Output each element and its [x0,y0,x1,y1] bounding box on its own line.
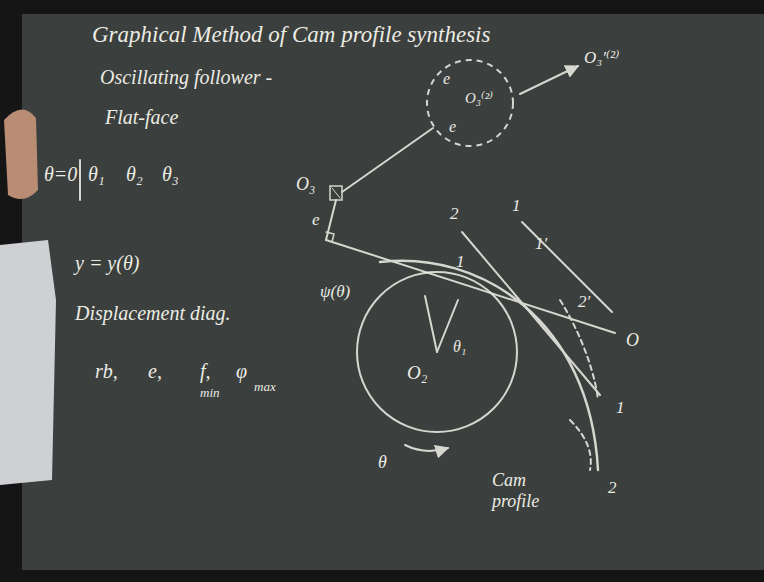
board-label: max [254,380,276,395]
board-label: 1 [616,398,625,418]
circle-shape [357,272,517,432]
label-slot: min [200,386,220,401]
board [22,14,764,570]
pivot [330,186,342,200]
circle-shape [427,60,513,146]
title-slot: Graphical Method of Cam profile synthesi… [92,22,490,48]
label-slot: 2 [608,478,617,498]
board-label: ψ(θ) [320,282,350,302]
label-slot: Oscillating follower - [100,66,272,89]
board-label: 1′ [535,234,547,254]
radial-line [425,296,437,352]
board-label: e, [148,360,162,383]
board-label: θ=0 [44,163,77,186]
label-slot: rb, [95,360,118,383]
node-text: e [449,118,456,136]
board-label: θ₂ [126,163,143,186]
label-slot: e [312,210,320,230]
board-label: Cam profile [492,470,562,511]
node-text: O₃⁽²⁾ [465,90,493,107]
board-label: f, [200,360,211,383]
board-label: O [626,330,639,351]
arrow-line [520,66,578,94]
label-slot: O [626,330,639,351]
lecturer-shirt [0,240,56,485]
label-slot: Displacement diag. [75,302,231,325]
board-label: 2 [608,478,617,498]
board-label: O₃ [296,174,315,195]
board-label: 1 [512,196,521,216]
node-text: O₂ [407,362,427,384]
flat-face-1 [522,222,612,312]
title: Graphical Method of Cam profile synthesi… [92,22,490,48]
label-slot: 2 [450,204,459,224]
board-label: θ₁ [88,163,105,186]
construction-arc [560,300,598,400]
construction-arc [570,420,591,470]
label-slot: 1 [616,398,625,418]
board-label: Flat-face [105,106,178,129]
label-slot: θ [378,452,387,473]
node-text-slot: e [449,118,456,136]
board-label: min [200,386,220,401]
node-text-slot: e [443,70,450,88]
label-slot: θ₃ [162,163,179,186]
label-slot: y = y(θ) [75,252,139,275]
node-text: θ₁ [453,338,466,356]
label-slot: O₃′⁽²⁾ [584,48,619,68]
label-slot: θ₁ [88,163,105,186]
node-text-slot: O₂ [407,362,427,384]
label-slot: ψ(θ) [320,282,350,302]
board-label: 1 [456,252,465,272]
label-slot: f, [200,360,211,383]
label-slot: max [254,380,276,395]
circle-node: O₂ θ₁ [355,270,519,434]
lecturer-hand [4,109,38,199]
label-slot: 1′ [535,234,547,254]
node-text: e [443,70,450,88]
separator-bar [79,160,81,200]
board-label: rb, [95,360,118,383]
label-slot: 1 [512,196,521,216]
label-slot: θ=0 [44,163,77,186]
board-label: θ₃ [162,163,179,186]
circle-outline [355,270,519,434]
board-label: θ [378,452,387,473]
board-label: e [312,210,320,230]
pivot-hatch [332,188,340,198]
circle-node: eO₃⁽²⁾e [425,58,515,148]
board-label: 2′ [578,292,590,312]
board-label: y = y(θ) [75,252,139,275]
label-slot: Cam profile [492,470,562,511]
node-text-slot: θ₁ [453,338,466,356]
board-label: Oscillating follower - [100,66,272,89]
label-slot: θ₂ [126,163,143,186]
label-slot: e, [148,360,162,383]
board-label: φ [236,360,247,383]
board-label: Displacement diag. [75,302,231,325]
node-text-slot: O₃⁽²⁾ [465,90,493,107]
label-slot: φ [236,360,247,383]
label-slot: Flat-face [105,106,178,129]
follower-arm [342,128,433,192]
label-slot: 1 [456,252,465,272]
board-label: O₃′⁽²⁾ [584,48,619,68]
label-slot: O₃ [296,174,315,195]
rotation-arrow [405,445,448,451]
board-label: 2 [450,204,459,224]
label-slot: 2′ [578,292,590,312]
